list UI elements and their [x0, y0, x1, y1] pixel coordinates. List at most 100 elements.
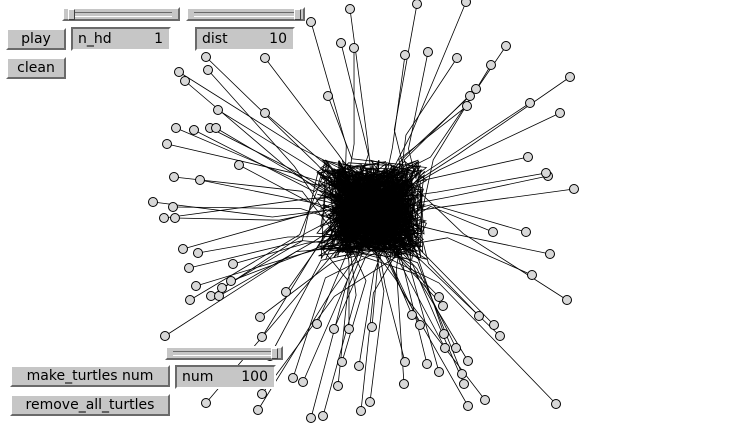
turtle-icon[interactable] [226, 276, 236, 286]
turtle-icon[interactable] [367, 322, 377, 332]
turtle-icon[interactable] [337, 357, 347, 367]
num-field[interactable]: num 100 [175, 365, 276, 389]
turtle-icon[interactable] [399, 379, 409, 389]
turtle-icon[interactable] [495, 331, 505, 341]
turtle-icon[interactable] [415, 320, 425, 330]
turtle-icon[interactable] [171, 123, 181, 133]
turtle-icon[interactable] [551, 399, 561, 409]
turtle-icon[interactable] [162, 139, 172, 149]
turtle-icon[interactable] [439, 329, 449, 339]
turtle-icon[interactable] [298, 377, 308, 387]
remove-turtles-button[interactable]: remove_all_turtles [10, 394, 170, 416]
turtle-icon[interactable] [474, 311, 484, 321]
turtle-icon[interactable] [461, 0, 471, 7]
turtle-icon[interactable] [400, 50, 410, 60]
turtle-icon[interactable] [193, 248, 203, 258]
turtle-icon[interactable] [255, 312, 265, 322]
num-slider[interactable] [165, 346, 283, 360]
n-hd-field[interactable]: n_hd 1 [71, 27, 171, 51]
turtle-icon[interactable] [148, 197, 158, 207]
turtle-icon[interactable] [312, 319, 322, 329]
turtle-icon[interactable] [457, 369, 467, 379]
turtle-icon[interactable] [400, 357, 410, 367]
n-hd-slider-thumb[interactable] [68, 9, 75, 20]
turtle-icon[interactable] [422, 359, 432, 369]
turtle-icon[interactable] [501, 41, 511, 51]
turtle-icon[interactable] [178, 244, 188, 254]
turtle-icon[interactable] [452, 53, 462, 63]
dist-slider[interactable] [186, 7, 305, 21]
turtle-icon[interactable] [160, 331, 170, 341]
play-button[interactable]: play [6, 28, 66, 50]
turtle-icon[interactable] [201, 52, 211, 62]
turtle-icon[interactable] [306, 413, 316, 423]
turtle-icon[interactable] [489, 320, 499, 330]
turtle-icon[interactable] [356, 406, 366, 416]
turtle-icon[interactable] [217, 283, 227, 293]
turtle-icon[interactable] [365, 397, 375, 407]
turtle-icon[interactable] [170, 213, 180, 223]
turtle-icon[interactable] [323, 91, 333, 101]
turtle-icon[interactable] [184, 263, 194, 273]
turtle-icon[interactable] [440, 343, 450, 353]
turtle-icon[interactable] [257, 389, 267, 399]
turtle-icon[interactable] [525, 98, 535, 108]
turtle-icon[interactable] [213, 105, 223, 115]
turtle-icon[interactable] [333, 381, 343, 391]
turtle-icon[interactable] [174, 67, 184, 77]
turtle-icon[interactable] [169, 172, 179, 182]
turtle-icon[interactable] [336, 38, 346, 48]
turtle-icon[interactable] [471, 84, 481, 94]
turtle-icon[interactable] [318, 411, 328, 421]
dist-slider-thumb[interactable] [294, 9, 301, 20]
turtle-icon[interactable] [465, 91, 475, 101]
clean-button[interactable]: clean [6, 57, 66, 79]
turtle-icon[interactable] [260, 53, 270, 63]
turtle-icon[interactable] [253, 405, 263, 415]
turtle-icon[interactable] [541, 168, 551, 178]
turtle-icon[interactable] [569, 184, 579, 194]
turtle-icon[interactable] [565, 72, 575, 82]
make-turtles-button[interactable]: make_turtles num [10, 365, 170, 387]
turtle-icon[interactable] [329, 324, 339, 334]
turtle-icon[interactable] [281, 287, 291, 297]
turtle-icon[interactable] [463, 356, 473, 366]
turtle-icon[interactable] [545, 249, 555, 259]
turtle-icon[interactable] [463, 401, 473, 411]
turtle-icon[interactable] [555, 108, 565, 118]
turtle-icon[interactable] [438, 301, 448, 311]
turtle-icon[interactable] [434, 292, 444, 302]
turtle-icon[interactable] [159, 213, 169, 223]
turtle-icon[interactable] [345, 4, 355, 14]
turtle-icon[interactable] [451, 343, 461, 353]
turtle-icon[interactable] [201, 398, 211, 408]
turtle-icon[interactable] [562, 295, 572, 305]
turtle-icon[interactable] [306, 17, 316, 27]
turtle-icon[interactable] [195, 175, 205, 185]
turtle-icon[interactable] [434, 367, 444, 377]
turtle-icon[interactable] [480, 395, 490, 405]
turtle-icon[interactable] [527, 270, 537, 280]
turtle-icon[interactable] [234, 160, 244, 170]
turtle-icon[interactable] [488, 227, 498, 237]
turtle-icon[interactable] [189, 125, 199, 135]
dist-field[interactable]: dist 10 [195, 27, 295, 51]
turtle-icon[interactable] [257, 332, 267, 342]
turtle-icon[interactable] [523, 152, 533, 162]
turtle-icon[interactable] [486, 60, 496, 70]
turtle-icon[interactable] [211, 123, 221, 133]
turtle-icon[interactable] [185, 295, 195, 305]
turtle-icon[interactable] [349, 43, 359, 53]
turtle-icon[interactable] [168, 202, 178, 212]
turtle-icon[interactable] [423, 47, 433, 57]
n-hd-slider[interactable] [62, 7, 180, 21]
turtle-icon[interactable] [344, 324, 354, 334]
turtle-icon[interactable] [288, 373, 298, 383]
num-slider-thumb[interactable] [271, 348, 278, 359]
turtle-icon[interactable] [203, 65, 213, 75]
turtle-icon[interactable] [459, 379, 469, 389]
turtle-icon[interactable] [412, 0, 422, 9]
turtle-icon[interactable] [354, 361, 364, 371]
turtle-icon[interactable] [191, 281, 201, 291]
turtle-icon[interactable] [180, 76, 190, 86]
